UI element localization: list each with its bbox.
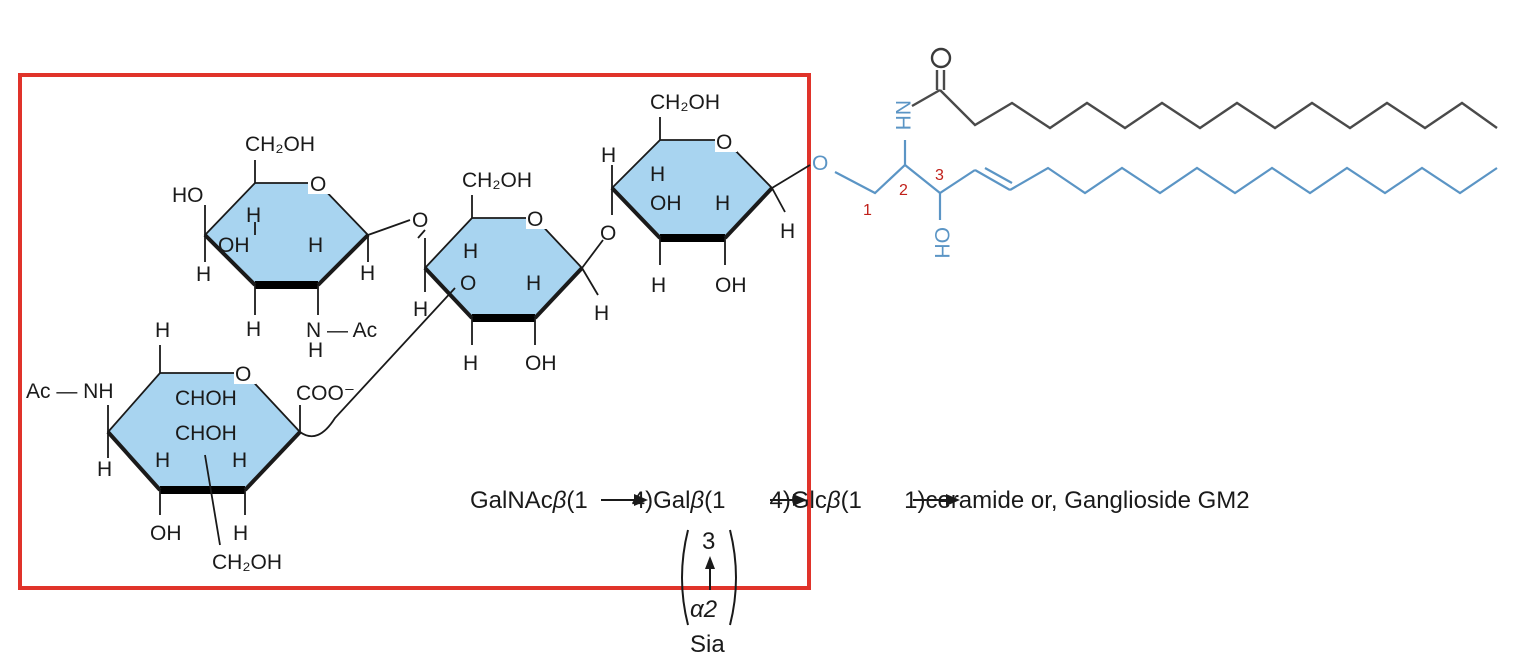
atom-n-ac: N — Ac bbox=[306, 319, 377, 342]
atom-h: H bbox=[246, 318, 261, 341]
carbon-number-1: 1 bbox=[863, 202, 872, 219]
atom-oh: OH bbox=[525, 352, 557, 375]
atom-o: O bbox=[310, 173, 326, 196]
atom-h: H bbox=[650, 163, 665, 186]
atom-h: H bbox=[780, 220, 795, 243]
atom-h: H bbox=[308, 234, 323, 257]
atom-oh: OH bbox=[218, 234, 250, 257]
carbon-number-3: 3 bbox=[935, 167, 944, 184]
atom-h: H bbox=[463, 352, 478, 375]
atom-oh: OH bbox=[715, 274, 747, 297]
atom-h: H bbox=[97, 458, 112, 481]
ring-sia: O H Ac — NH H CHOH CHOH H H COO⁻ OH H CH… bbox=[26, 287, 456, 574]
atom-h: H bbox=[196, 263, 211, 286]
atom-o: O bbox=[600, 222, 616, 245]
atom-h: H bbox=[360, 262, 375, 285]
atom-oh: OH bbox=[930, 227, 953, 259]
branch-label: Sia bbox=[690, 631, 725, 658]
atom-h: H bbox=[594, 302, 609, 325]
atom-h: H bbox=[601, 144, 616, 167]
atom-ch2oh: CH₂OH bbox=[462, 169, 532, 192]
atom-ch2oh: CH₂OH bbox=[650, 91, 720, 114]
atom-h: H bbox=[651, 274, 666, 297]
atom-choh: CHOH bbox=[175, 422, 237, 445]
atom-h: H bbox=[308, 339, 323, 362]
highlight-box bbox=[18, 73, 811, 590]
atom-choh: CHOH bbox=[175, 387, 237, 410]
ring-galnac: O CH₂OH HO H H OH H H N — Ac H H O bbox=[172, 133, 428, 362]
linkage-arrows bbox=[601, 494, 960, 506]
atom-ch2oh: CH₂OH bbox=[212, 551, 282, 574]
atom-ch2oh: CH₂OH bbox=[245, 133, 315, 156]
atom-h: H bbox=[155, 449, 170, 472]
sia-branch: 3 α2 Sia bbox=[681, 528, 737, 658]
ring-glc: O CH₂OH H H OH H H OH H bbox=[601, 91, 811, 297]
atom-h: H bbox=[413, 298, 428, 321]
notation-line: GalNAcβ(14)Galβ(14)Glcβ(11)ceramide or, … bbox=[470, 487, 1250, 514]
branch-top: 3 bbox=[702, 528, 715, 555]
atom-o: O bbox=[235, 363, 251, 386]
atom-h: H bbox=[715, 192, 730, 215]
atom-h: H bbox=[463, 240, 478, 263]
atom-o: O bbox=[460, 272, 476, 295]
glycan-notation: GalNAcβ(14)Galβ(14)Glcβ(11)ceramide or, … bbox=[470, 487, 1250, 658]
atom-o: O bbox=[527, 208, 543, 231]
atom-h: H bbox=[232, 449, 247, 472]
atom-coo: COO⁻ bbox=[296, 382, 355, 405]
branch-bottom: α2 bbox=[690, 596, 717, 623]
ring-gal: O CH₂OH H H O H H OH H O bbox=[413, 169, 616, 375]
atom-o: O bbox=[412, 209, 428, 232]
atom-h: H bbox=[233, 522, 248, 545]
atom-h: H bbox=[526, 272, 541, 295]
carbon-number-2: 2 bbox=[899, 182, 908, 199]
atom-nh: NH bbox=[891, 100, 914, 130]
atom-ac-nh: Ac — NH bbox=[26, 380, 114, 403]
atom-h: H bbox=[246, 204, 261, 227]
atom-oh: OH bbox=[650, 192, 682, 215]
atom-ho: HO bbox=[172, 184, 204, 207]
atom-o: O bbox=[812, 152, 828, 175]
atom-oh: OH bbox=[150, 522, 182, 545]
atom-h: H bbox=[155, 319, 170, 342]
ceramide: O NH OH 1 2 3 bbox=[812, 47, 1498, 259]
atom-o: O bbox=[716, 131, 732, 154]
